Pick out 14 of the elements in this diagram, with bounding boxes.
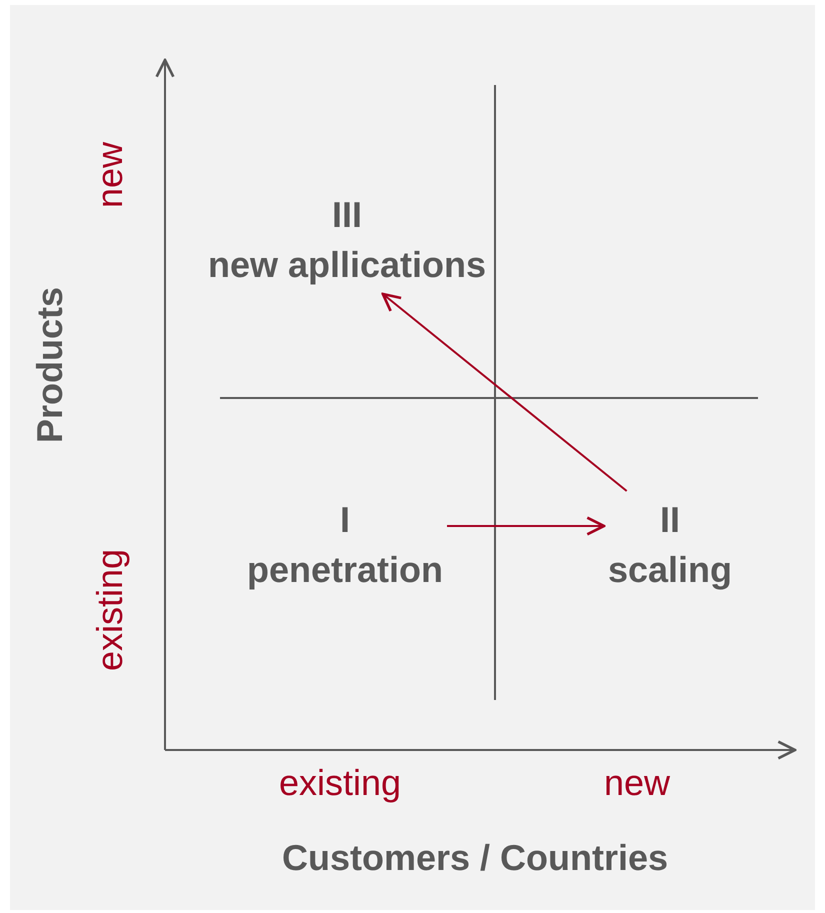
roman-numeral: II (658, 498, 681, 542)
arrow (447, 516, 606, 536)
axis-value-label: new (604, 763, 670, 803)
arrow (382, 292, 628, 492)
quadrant-title: penetration (247, 548, 443, 592)
roman-numeral: I (339, 498, 351, 542)
axis-value-label: existing (278, 763, 402, 803)
roman-numeral: III (331, 193, 363, 237)
axis-title: Products (30, 286, 70, 444)
axis-title: Customers / Countries (282, 838, 668, 878)
axis-value-label: new (90, 142, 130, 208)
axis-value-label: existing (90, 548, 130, 672)
quadrant-title: new apllications (208, 243, 486, 287)
quadrant-title: scaling (608, 548, 732, 592)
